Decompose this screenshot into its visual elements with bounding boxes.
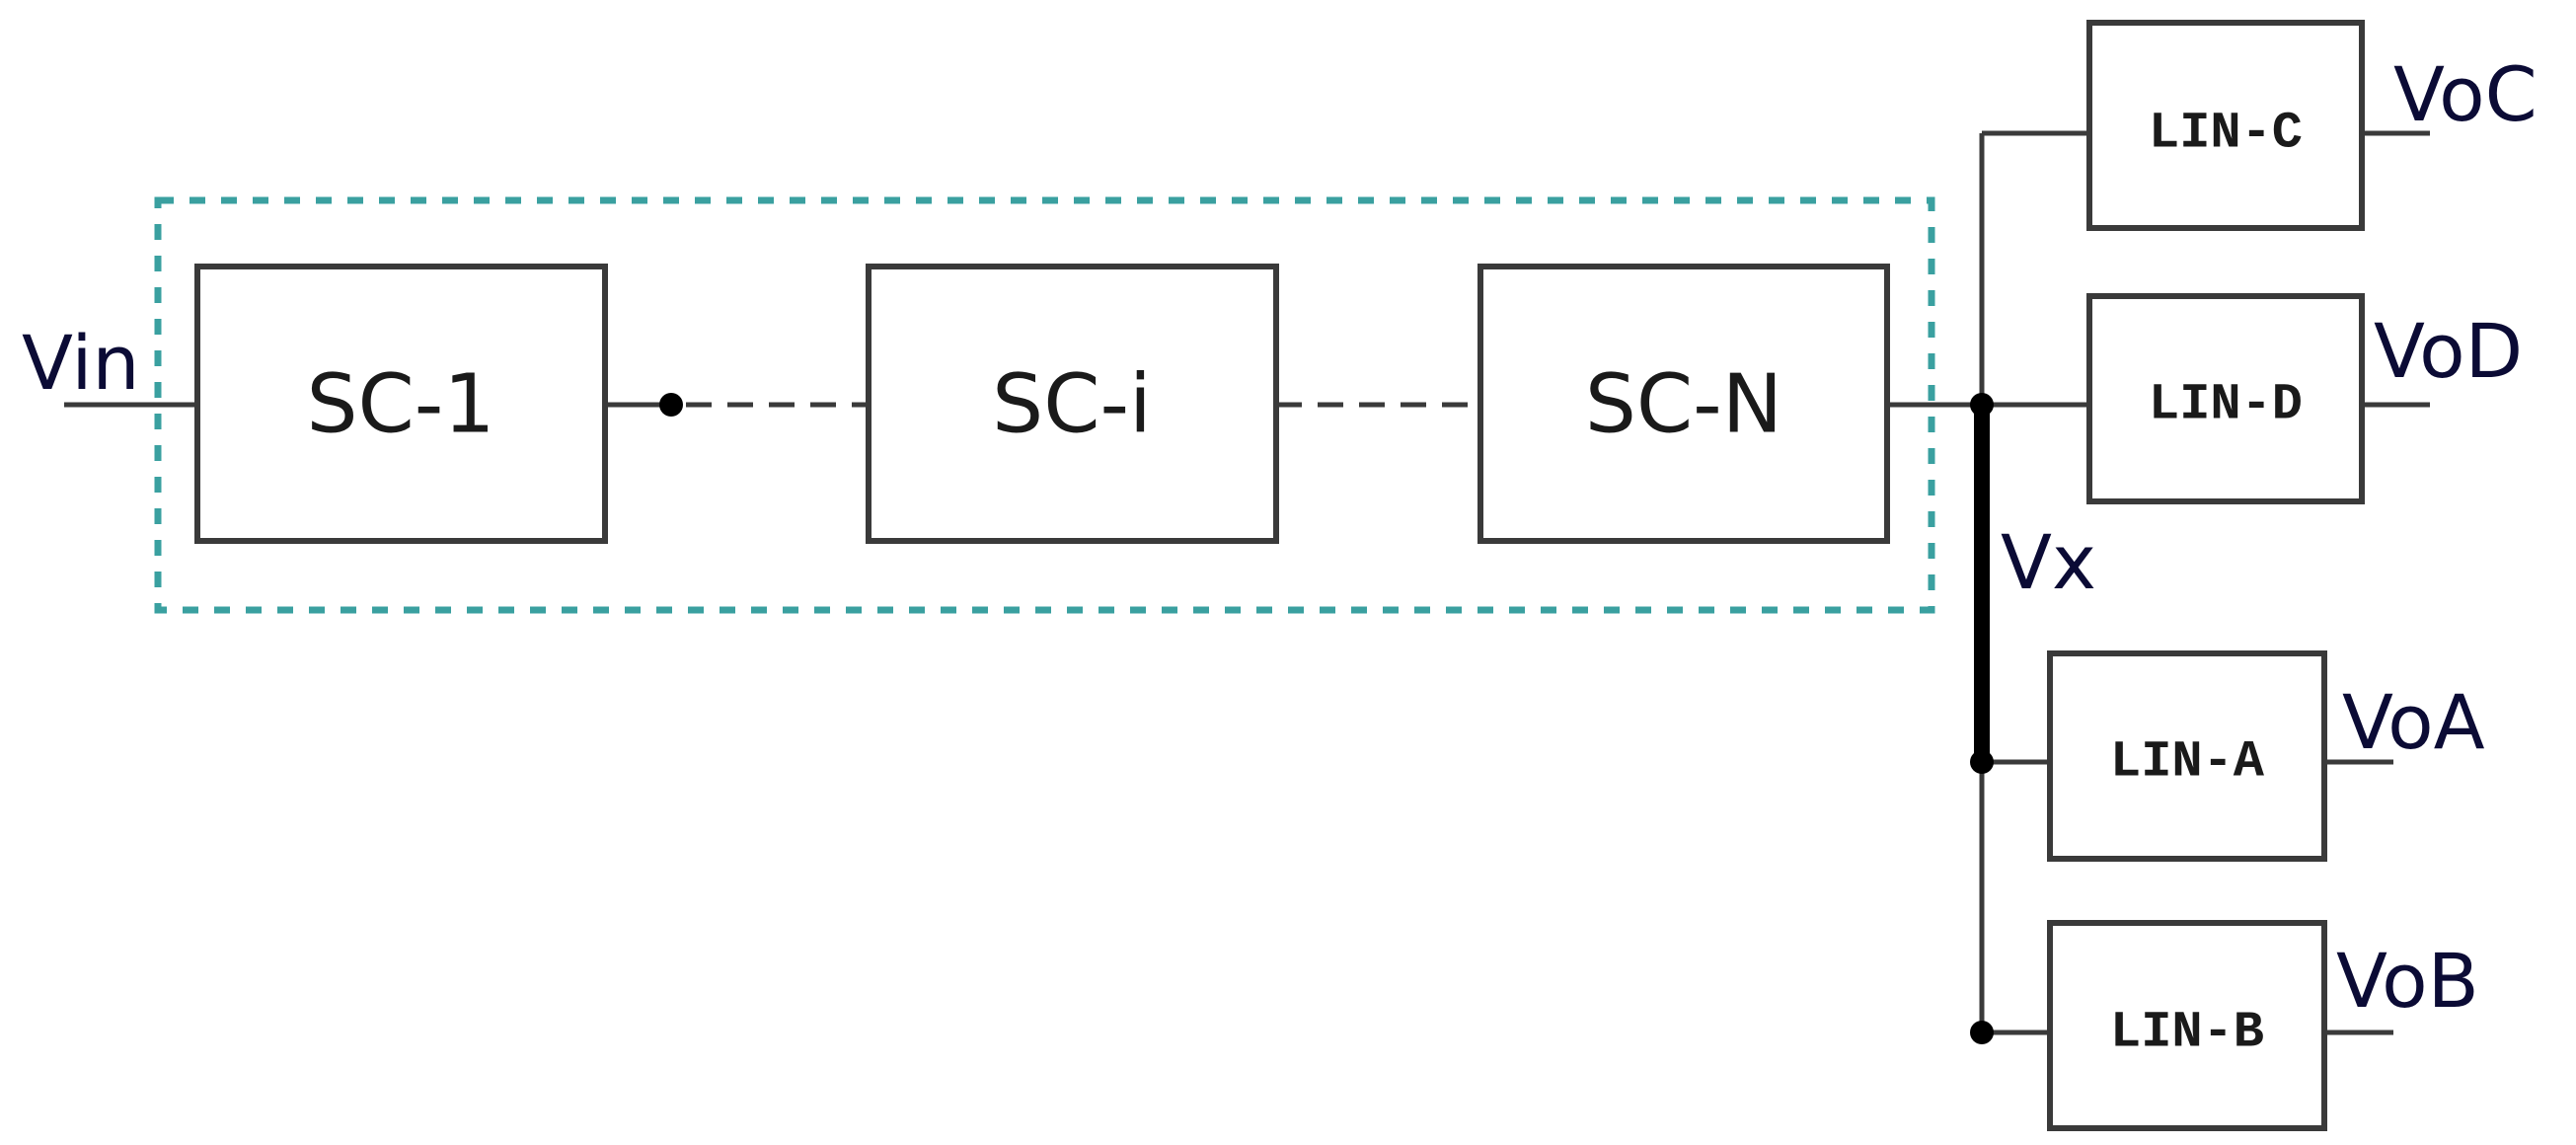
sc-block-n [1477, 264, 1890, 544]
junction-node-vx [1970, 393, 1994, 417]
intermediate-voltage-label: Vx [2001, 518, 2096, 606]
input-voltage-label: Vin [22, 319, 140, 407]
output-voltage-label-a: VoA [2342, 678, 2485, 766]
junction-node-lin-b [1970, 1021, 1994, 1044]
lin-block-c [2086, 20, 2365, 231]
lin-block-a-label: LIN-A [2110, 733, 2265, 792]
lin-block-a [2047, 650, 2327, 862]
lin-block-d-label: LIN-D [2149, 376, 2303, 434]
lin-block-b-label: LIN-B [2110, 1004, 2264, 1062]
output-voltage-label-c: VoC [2393, 50, 2538, 138]
sc-chain-group-outline [154, 196, 1935, 614]
sc-block-1 [194, 264, 608, 544]
output-voltage-label-d: VoD [2374, 307, 2523, 395]
lin-block-c-label: LIN-C [2149, 105, 2303, 163]
sc-block-n-label: SC-N [1585, 358, 1782, 452]
junction-node-sc1 [659, 393, 683, 417]
junction-node-lin-a [1970, 750, 1994, 774]
output-voltage-label-b: VoB [2336, 937, 2479, 1025]
lin-block-d [2086, 293, 2365, 504]
sc-block-i [866, 264, 1279, 544]
sc-block-i-label: SC-i [992, 358, 1152, 452]
lin-block-b [2047, 920, 2327, 1131]
sc-block-1-label: SC-1 [306, 358, 494, 452]
